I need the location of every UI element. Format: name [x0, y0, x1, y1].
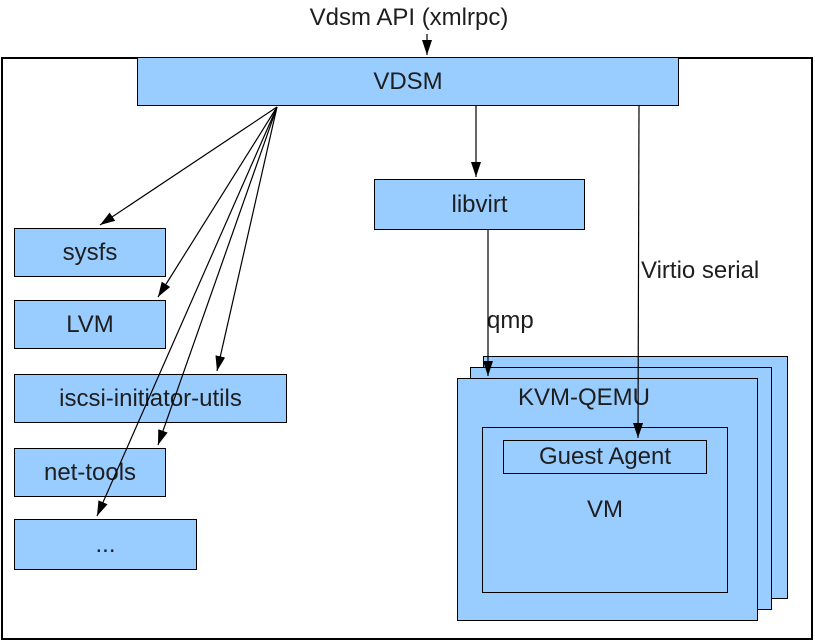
node-libvirt: libvirt: [374, 179, 585, 230]
node-net-tools: net-tools: [14, 448, 166, 497]
diagram-title: Vdsm API (xmlrpc): [309, 4, 509, 31]
node-iscsi-initiator-utils: iscsi-initiator-utils: [14, 374, 287, 423]
node-libvirt-label: libvirt: [451, 190, 508, 218]
node-vdsm-label: VDSM: [373, 67, 443, 95]
node-lvm: LVM: [14, 300, 166, 349]
node-ellipsis: ...: [14, 519, 197, 570]
edge-label-qmp: qmp: [487, 307, 534, 334]
node-lvm-label: LVM: [66, 310, 114, 338]
node-sysfs-label: sysfs: [62, 238, 118, 266]
node-iscsi-initiator-utils-label: iscsi-initiator-utils: [59, 384, 242, 412]
node-ellipsis-label: ...: [95, 530, 116, 558]
node-net-tools-label: net-tools: [43, 458, 137, 486]
node-guest-agent: Guest Agent: [503, 440, 707, 474]
node-vdsm: VDSM: [137, 57, 679, 106]
node-guest-agent-label: Guest Agent: [538, 443, 672, 470]
node-sysfs: sysfs: [14, 228, 166, 277]
edge-label-virtio-serial: Virtio serial: [641, 257, 760, 284]
node-kvm-qemu-label: KVM-QEMU: [518, 384, 650, 411]
node-vm-label: VM: [587, 496, 623, 523]
